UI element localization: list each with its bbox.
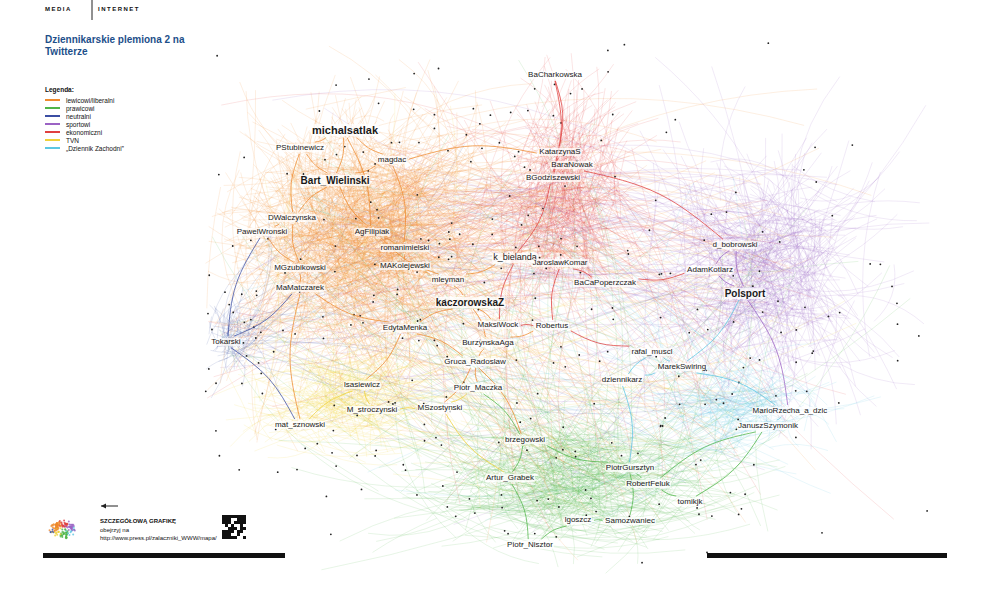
page: Dziennikarskie plemiona 2 na TwitterzeME…: [0, 0, 992, 606]
